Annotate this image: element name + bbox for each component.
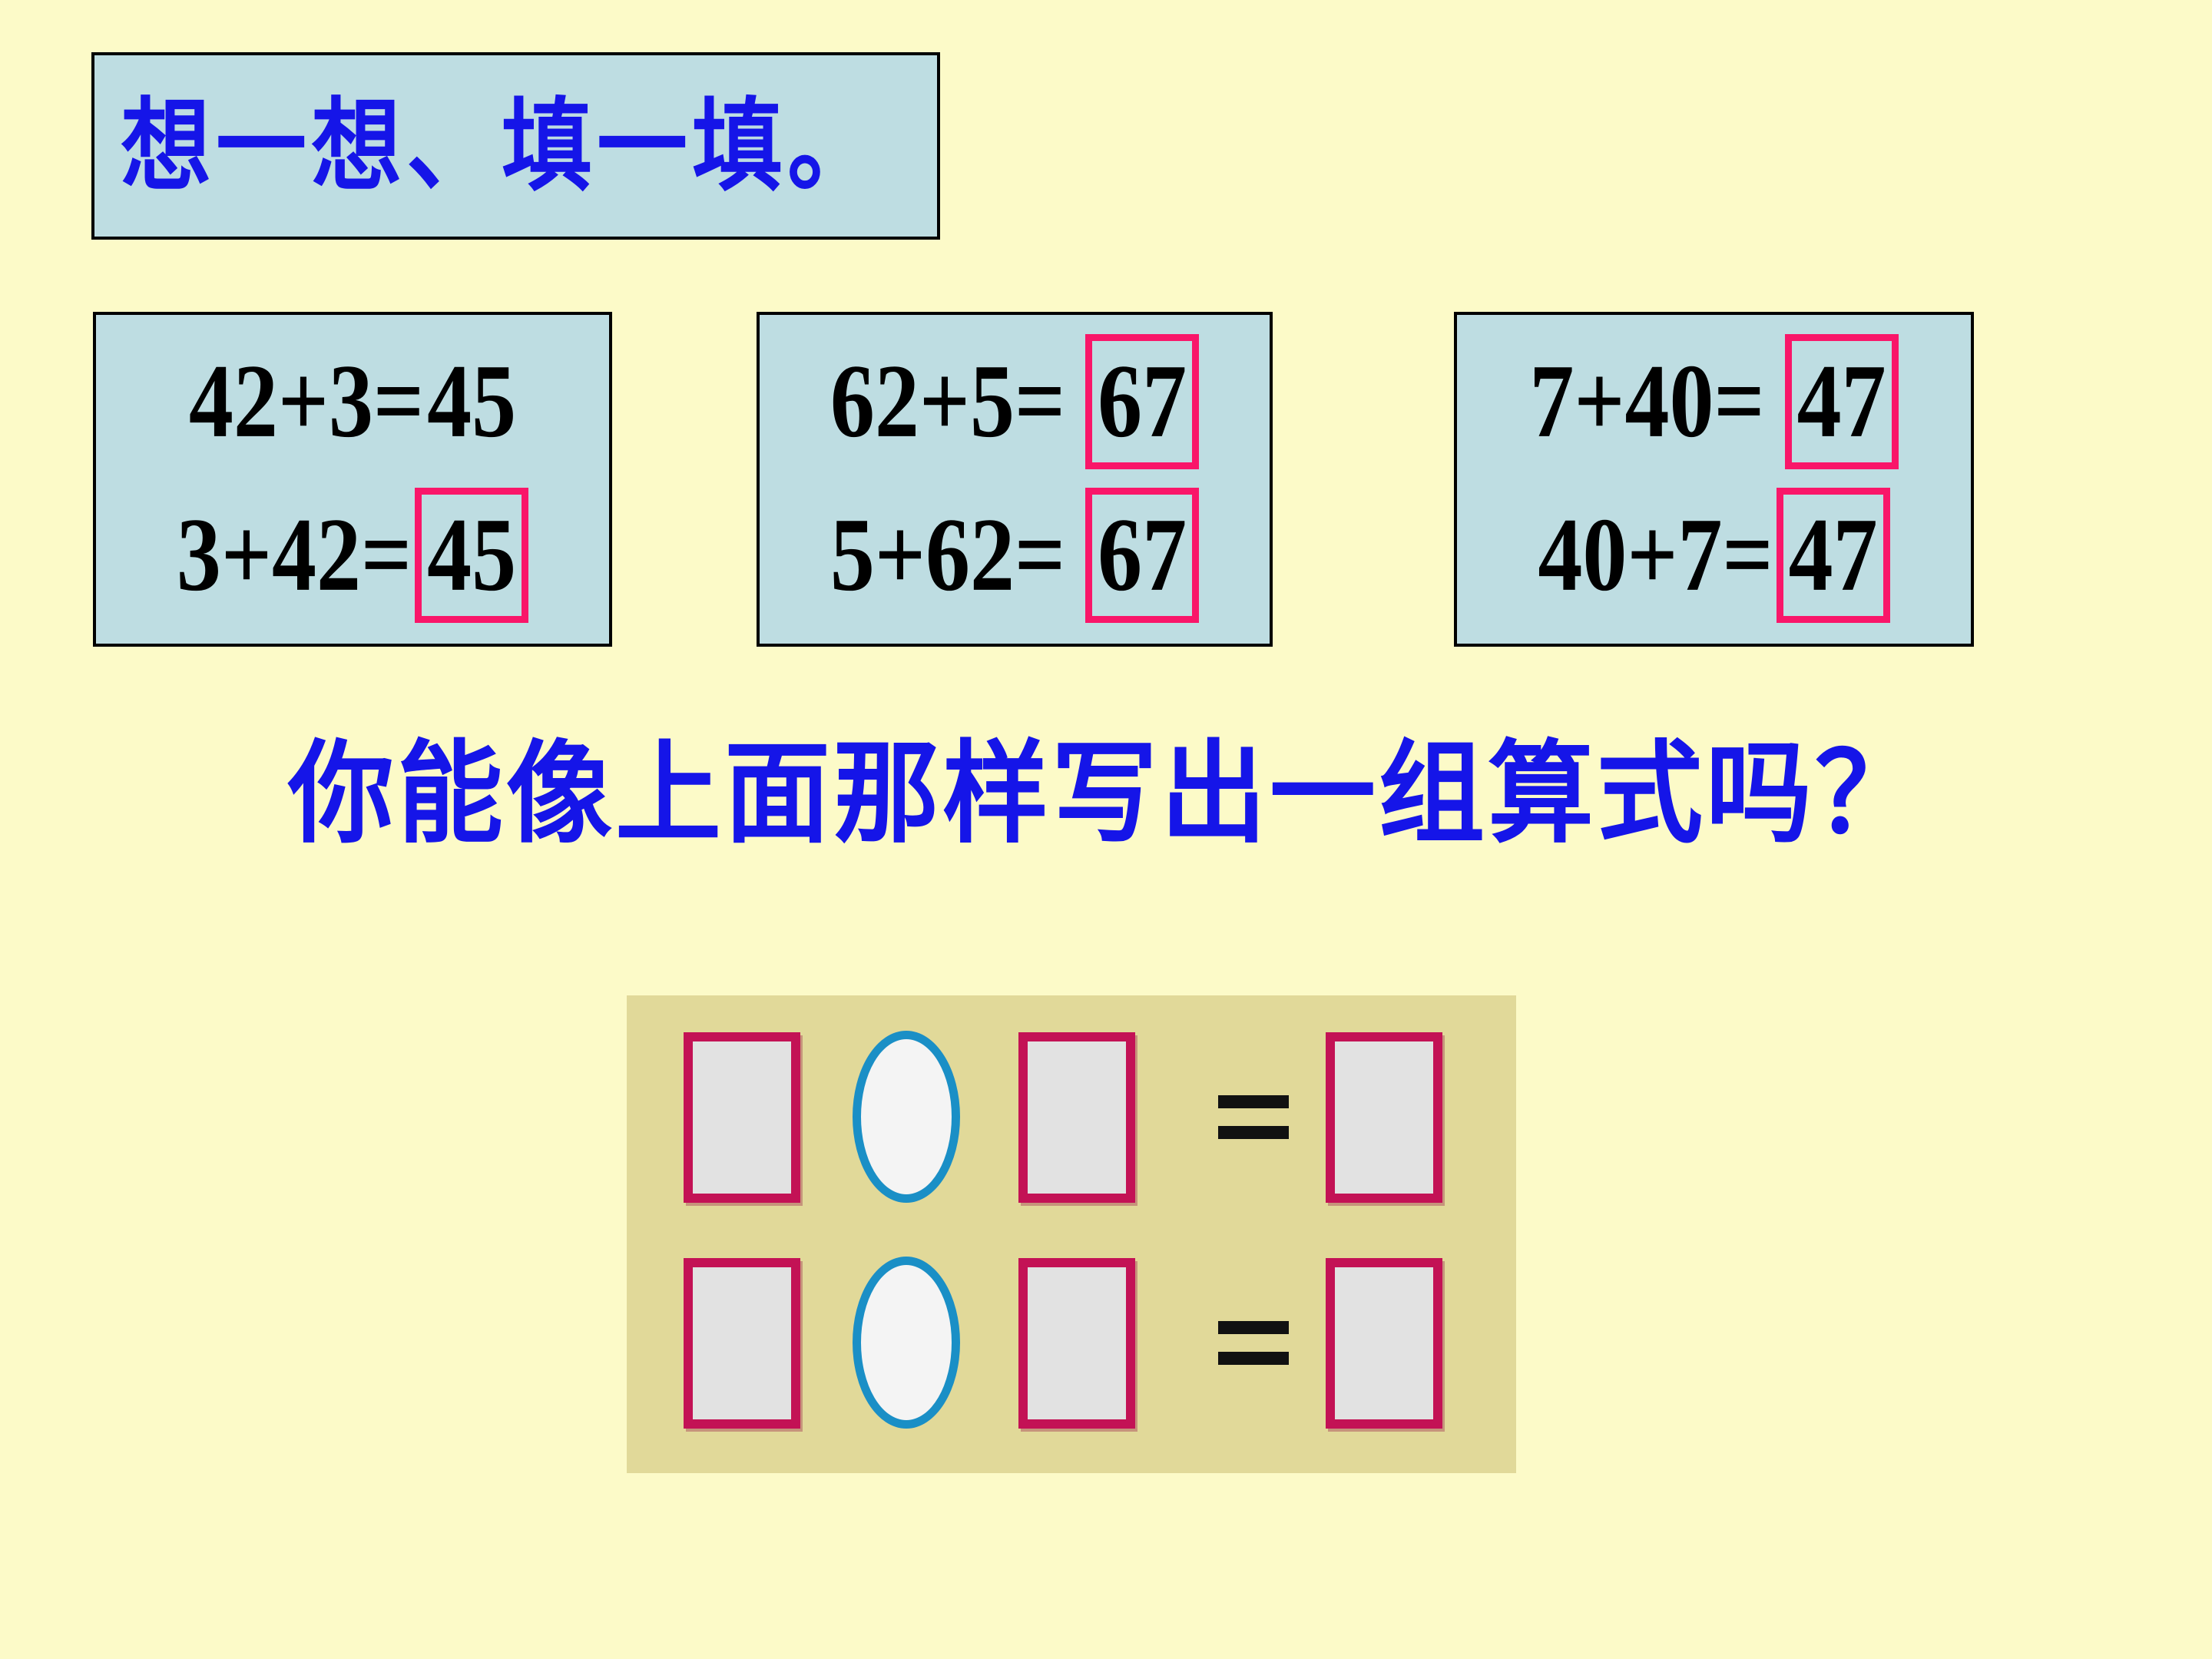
question-prompt: 你能像上面那样写出一组算式吗？ xyxy=(0,728,2212,859)
title-text: 想一想、填一填。 xyxy=(121,86,883,206)
blank-worksheet-panel xyxy=(627,995,1516,1473)
equation-answer: 45 xyxy=(427,343,517,460)
equation-expression: 7+40= xyxy=(1529,343,1765,460)
equation-expression: 40+7= xyxy=(1538,497,1773,614)
equation-expression: 3+42= xyxy=(176,497,412,614)
equation-expression: 62+5= xyxy=(830,343,1066,460)
equation-line: 62+5= 67 xyxy=(760,334,1270,469)
equation-expression: 5+62= xyxy=(830,497,1066,614)
equation-line: 42+3= 45 xyxy=(96,336,609,467)
equation-line: 5+62= 67 xyxy=(760,488,1270,623)
equation-answer-slot: 45 xyxy=(427,349,516,455)
worksheet-equals-icon xyxy=(1218,1091,1289,1146)
equation-answer: 45 xyxy=(427,497,517,614)
worksheet-equals-icon xyxy=(1218,1316,1289,1372)
worksheet-operator-circle-icon[interactable] xyxy=(853,1031,960,1203)
equation-cards-row: 42+3= 45 3+42= 45 62+5= 67 5+62= 67 xyxy=(0,312,2212,650)
worksheet-blank-box[interactable] xyxy=(1326,1258,1442,1429)
worksheet-blank-box[interactable] xyxy=(684,1032,800,1203)
worksheet-blank-box[interactable] xyxy=(684,1258,800,1429)
equation-answer-highlight-box: 67 xyxy=(1085,488,1200,623)
equation-answer-highlight-box: 67 xyxy=(1085,334,1200,469)
equation-card-62-5: 62+5= 67 5+62= 67 xyxy=(757,312,1273,647)
equation-line: 3+42= 45 xyxy=(96,488,609,623)
equation-answer: 67 xyxy=(1098,343,1187,460)
equation-line: 40+7= 47 xyxy=(1457,488,1971,623)
worksheet-blank-box[interactable] xyxy=(1018,1258,1135,1429)
title-banner: 想一想、填一填。 xyxy=(91,52,940,240)
blank-equation-row xyxy=(627,1014,1516,1221)
equation-card-42-3: 42+3= 45 3+42= 45 xyxy=(93,312,612,647)
worksheet-blank-box[interactable] xyxy=(1326,1032,1442,1203)
equation-answer-highlight-box: 47 xyxy=(1776,488,1890,623)
equation-answer: 67 xyxy=(1098,497,1187,614)
worksheet-blank-box[interactable] xyxy=(1018,1032,1135,1203)
blank-equation-row xyxy=(627,1240,1516,1447)
question-text: 你能像上面那样写出一组算式吗？ xyxy=(287,728,1924,859)
equation-expression: 42+3= xyxy=(188,343,425,460)
equation-answer-highlight-box: 45 xyxy=(415,488,529,623)
equation-answer: 47 xyxy=(1796,343,1886,460)
equation-answer: 47 xyxy=(1788,497,1878,614)
equation-line: 7+40= 47 xyxy=(1457,334,1971,469)
equation-card-7-40: 7+40= 47 40+7= 47 xyxy=(1454,312,1974,647)
equation-answer-highlight-box: 47 xyxy=(1784,334,1899,469)
worksheet-operator-circle-icon[interactable] xyxy=(853,1257,960,1429)
